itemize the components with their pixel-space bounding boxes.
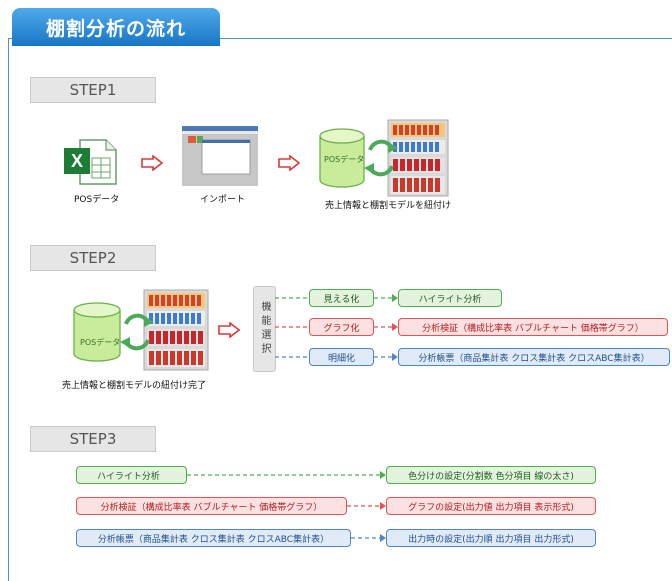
highlight-analysis-box: ハイライト分析	[398, 289, 502, 307]
page-title: 棚割分析の流れ	[12, 8, 220, 46]
pos-database-shelf-image: POSデータ	[319, 119, 449, 197]
step2-tab: STEP2	[30, 245, 156, 271]
svg-text:X: X	[71, 151, 83, 171]
visualize-box: 見える化	[309, 289, 374, 307]
right-arrow-icon	[218, 322, 240, 338]
color-setting-box: 色分けの設定(分割数 色分項目 線の太さ)	[386, 466, 596, 484]
import-caption: インポート	[200, 195, 246, 205]
link-caption: 売上情報と棚割モデルを紐付け	[325, 201, 452, 211]
step1-tab: STEP1	[30, 77, 156, 103]
itemization-box: 明細化	[309, 348, 374, 366]
analysis-report-box: 分析帳票（商品集計表 クロス集計表 クロスABC集計表）	[398, 348, 670, 366]
link-complete-caption: 売上情報と棚割モデルの紐付け完了	[62, 381, 207, 391]
analysis-verification-box: 分析検証（構成比率表 バブルチャート 価格帯グラフ）	[398, 318, 668, 336]
step3-highlight-box: ハイライト分析	[76, 466, 187, 484]
pos-data-caption: POSデータ	[74, 195, 120, 205]
frame-top-line	[8, 38, 672, 39]
pos-database-shelf-image	[73, 289, 209, 371]
step3-verification-box: 分析検証（構成比率表 バブルチャート 価格帯グラフ）	[76, 497, 347, 515]
svg-text:POSデータ: POSデータ	[324, 154, 364, 164]
graph-setting-box: グラフの設定(出力値 出力項目 表示形式)	[386, 497, 596, 515]
function-select-label: 機能選択	[253, 286, 276, 372]
step3-tab: STEP3	[30, 426, 156, 452]
excel-file-icon: X	[64, 139, 117, 185]
step3-report-box: 分析帳票（商品集計表 クロス集計表 クロスABC集計表）	[76, 529, 351, 547]
right-arrow-icon	[141, 155, 163, 171]
output-setting-box: 出力時の設定(出力順 出力項目 出力形式)	[386, 529, 596, 547]
frame-left-line	[8, 38, 9, 581]
right-arrow-icon	[278, 155, 300, 171]
import-screenshot-image	[182, 126, 258, 186]
pos-data-label: POSデータ	[80, 338, 121, 347]
graphing-box: グラフ化	[309, 318, 374, 336]
